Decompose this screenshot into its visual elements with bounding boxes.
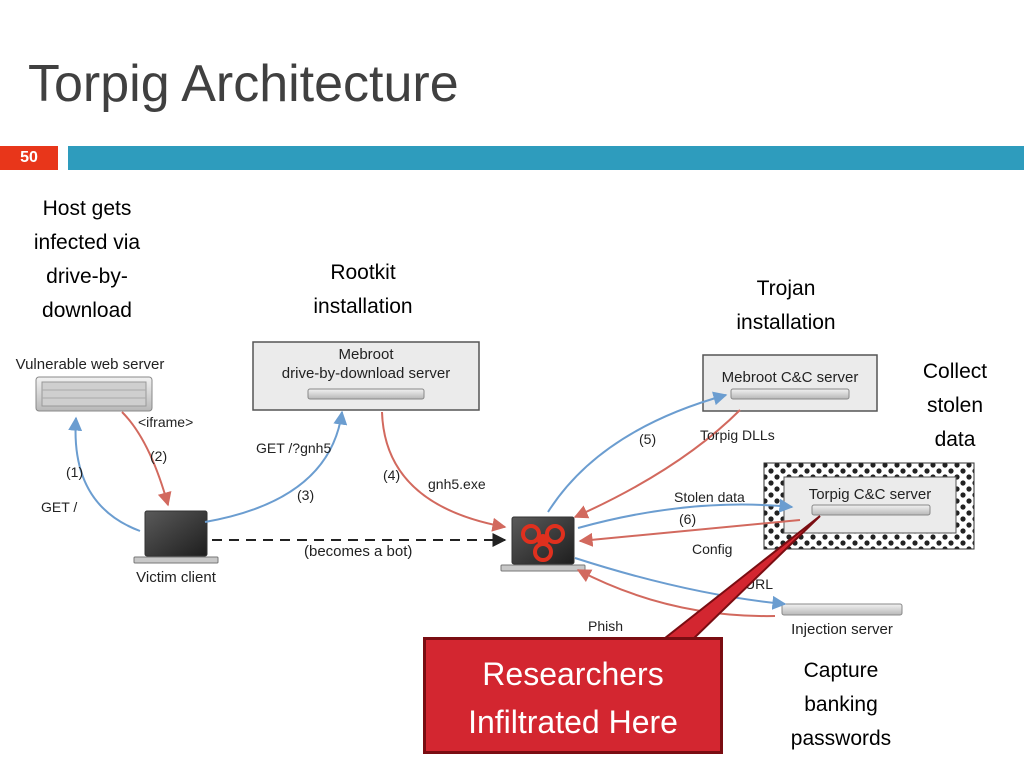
edge-label-becomes-bot: (becomes a bot): [304, 543, 412, 560]
edge-label-step6: (6): [679, 511, 696, 527]
arrow-torpig-dlls: [573, 409, 741, 519]
edge-label-step1: (1): [66, 464, 83, 480]
edge-label-get-root: GET /: [41, 499, 77, 515]
arrow-config: [578, 519, 801, 547]
injection-server-label: Injection server: [791, 621, 893, 638]
laptop-screen: [144, 510, 208, 557]
caption-rootkit: Rootkit installation: [313, 261, 413, 318]
edge-label-config: Config: [692, 541, 732, 557]
server-rack-icon: [307, 388, 425, 400]
mebroot-cc-server: Mebroot C&C server: [702, 354, 878, 412]
caption-capture: Capture banking passwords: [790, 659, 892, 750]
slide-number: 50: [0, 146, 58, 170]
vulnerable-server-label: Vulnerable web server: [16, 356, 165, 373]
injection-server: Injection server: [781, 603, 903, 638]
arrow-step5: [547, 391, 728, 513]
edge-label-step5: (5): [639, 431, 656, 447]
researchers-callout: Researchers Infiltrated Here: [423, 637, 723, 754]
arrow-url: [574, 557, 787, 610]
caption-host-infected: Host gets infected via drive-by-download: [33, 197, 141, 322]
laptop-base: [133, 556, 219, 564]
mebroot-dbd-subtitle: drive-by-download server: [282, 365, 450, 382]
edge-label-iframe: <iframe>: [138, 414, 193, 430]
server-rack-icon: [730, 388, 850, 400]
caption-trojan: Trojan installation: [736, 277, 836, 334]
laptop-base: [500, 564, 586, 572]
biohazard-icon: [521, 524, 565, 562]
arrow-get: [68, 416, 141, 532]
mebroot-dbd-title: Mebroot: [338, 346, 394, 363]
title-accent-bar: [68, 146, 1024, 170]
arrow-get-gnh5: [204, 410, 348, 523]
infected-bot: [500, 516, 586, 572]
callout-line-2: Infiltrated Here: [468, 704, 678, 740]
server-rack-icon: [811, 504, 931, 516]
edge-label-get-gnh5: GET /?gnh5: [256, 440, 331, 456]
mebroot-cc-label: Mebroot C&C server: [722, 369, 859, 386]
vulnerable-web-server: Vulnerable web server: [16, 356, 165, 412]
edge-label-stolen-data: Stolen data: [674, 489, 745, 505]
edge-label-torpig-dlls: Torpig DLLs: [700, 427, 775, 443]
callout-line-1: Researchers: [482, 656, 664, 692]
edge-label-step4: (4): [383, 467, 400, 483]
server-grille: [41, 381, 147, 407]
edge-labels: <iframe> (2) (1) GET / GET /?gnh5 (3) (4…: [41, 414, 775, 634]
torpig-cc-label: Torpig C&C server: [809, 486, 932, 503]
edge-label-phish: Phish: [588, 618, 623, 634]
victim-client: Victim client: [133, 510, 219, 586]
arrow-phish: [576, 569, 776, 618]
caption-collect: Collect stolen data: [922, 360, 988, 451]
server-rack-icon: [781, 603, 903, 616]
arrow-gnh5-exe: [381, 411, 507, 532]
victim-client-label: Victim client: [136, 569, 217, 586]
edge-label-step3: (3): [297, 487, 314, 503]
arrow-iframe: [121, 411, 172, 507]
arrow-stolen-data: [577, 498, 794, 529]
edge-label-gnh5-exe: gnh5.exe: [428, 476, 486, 492]
mebroot-dbd-server: Mebroot drive-by-download server: [252, 341, 480, 411]
slide-title: Torpig Architecture: [28, 55, 459, 113]
arrows: [68, 391, 801, 618]
edge-label-step2: (2): [150, 448, 167, 464]
